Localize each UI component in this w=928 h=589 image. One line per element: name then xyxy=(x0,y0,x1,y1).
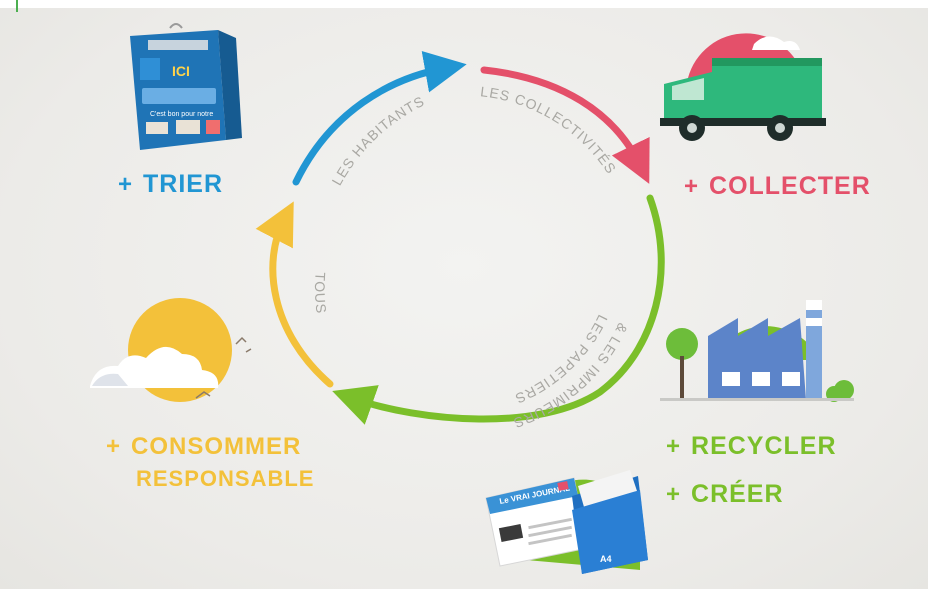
garbage-truck-icon xyxy=(660,33,826,141)
step-consommer-label: CONSOMMER xyxy=(131,433,302,460)
plus-icon: + xyxy=(666,432,682,460)
step-trier-label: TRIER xyxy=(143,170,224,198)
arc-trier-to-collecter xyxy=(292,51,467,186)
plus-icon: + xyxy=(666,480,682,508)
arc-label-tous: TOUS xyxy=(312,272,330,315)
step-consommer: + CONSOMMER xyxy=(106,433,301,461)
top-strip xyxy=(0,0,928,8)
arc-label-imprimeurs: & LES IMPRIMEURS xyxy=(511,321,631,432)
factory-icon xyxy=(660,300,854,402)
recycling-bin-icon: ICI C'est bon pour notre xyxy=(130,23,242,150)
step-trier: + TRIER xyxy=(118,170,223,199)
plus-icon: + xyxy=(684,172,700,200)
step-consommer-label-line2: RESPONSABLE xyxy=(136,466,315,491)
folder-icon: A4 xyxy=(572,470,648,574)
step-recycler-label: RECYCLER xyxy=(691,432,837,460)
folder-label: A4 xyxy=(600,554,612,564)
plus-icon: + xyxy=(106,433,122,460)
arc-label-habitants: LES HABITANTS xyxy=(328,93,427,188)
bin-sign-main: ICI xyxy=(172,63,190,79)
arc-label-collectivites: LES COLLECTIVITÉS xyxy=(480,83,620,177)
arc-tous xyxy=(255,201,334,388)
arc-papetiers xyxy=(332,194,665,425)
sun-icon xyxy=(90,298,252,402)
bin-sign-sub: C'est bon pour notre xyxy=(150,111,213,118)
step-creer-label: CRÉER xyxy=(691,480,784,508)
arc-collectivites xyxy=(480,66,650,184)
step-collecter: + COLLECTER xyxy=(684,172,871,201)
plus-icon: + xyxy=(118,170,134,198)
step-collecter-label: COLLECTER xyxy=(709,172,871,200)
step-creer: + CRÉER xyxy=(666,480,784,509)
corner-mark xyxy=(16,0,18,12)
step-recycler: + RECYCLER xyxy=(666,432,837,461)
